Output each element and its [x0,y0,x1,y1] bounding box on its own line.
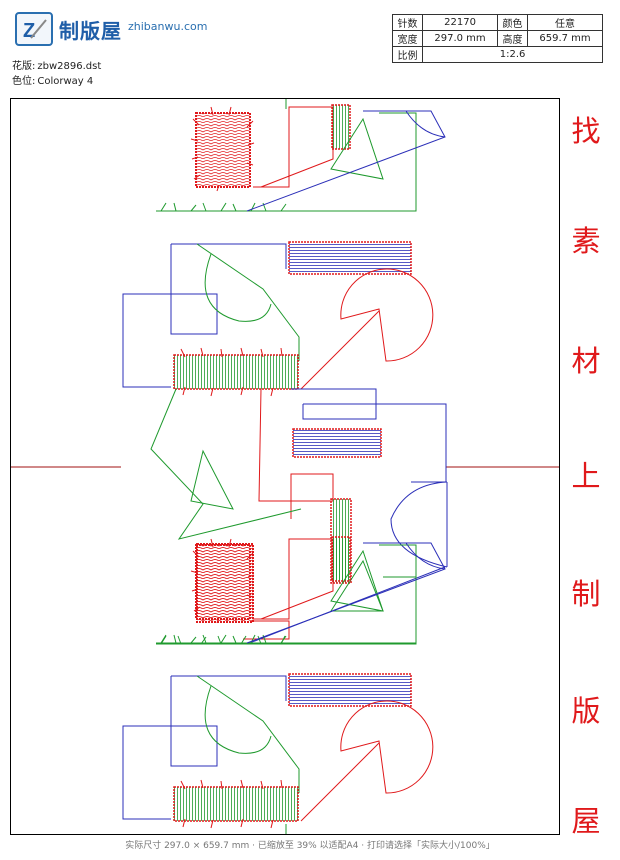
embroidery-design [11,99,559,834]
brand-logo: Z 制版屋 zhibanwu.com [15,12,207,46]
colorway-label: 色位: [12,76,36,87]
width-label: 宽度 [391,30,424,47]
colorway-line: 色位:Colorway 4 [12,72,93,87]
height-label: 高度 [496,30,529,47]
embroidery-motif [122,104,446,397]
file-value: zbw2896.dst [37,61,102,72]
width-value: 297.0 mm [422,30,498,47]
colorway-value: Colorway 4 [37,76,94,87]
logo-icon: Z [15,12,53,46]
side-vertical-text: 找 素 材 上 制 版 屋 [566,98,606,838]
brand-name: 制版屋 [59,18,122,43]
colors-value: 任意 [527,14,603,31]
side-char: 版 [571,694,601,728]
design-info-table: 针数 22170 颜色 任意 宽度 297.0 mm 高度 659.7 mm 比… [391,14,603,63]
side-char: 材 [571,344,601,378]
svg-text:Z: Z [23,20,35,42]
brand-domain: zhibanwu.com [128,19,208,33]
height-value: 659.7 mm [527,30,603,47]
stitches-label: 针数 [391,14,424,31]
colors-label: 颜色 [496,14,529,31]
side-char: 制 [571,577,601,611]
stitches-value: 22170 [422,14,498,31]
print-footer-note: 实际尺寸 297.0 × 659.7 mm · 已缩放至 39% 以适配A4 ·… [125,841,495,851]
side-char: 素 [571,224,601,258]
file-label: 花版: [12,61,36,72]
file-name-line: 花版:zbw2896.dst [12,57,101,72]
embroidery-preview [10,98,560,835]
side-char: 找 [571,114,601,148]
scale-value: 1:2.6 [422,46,603,63]
side-char: 上 [571,459,601,493]
scale-label: 比例 [391,46,424,63]
side-char: 屋 [571,804,601,838]
